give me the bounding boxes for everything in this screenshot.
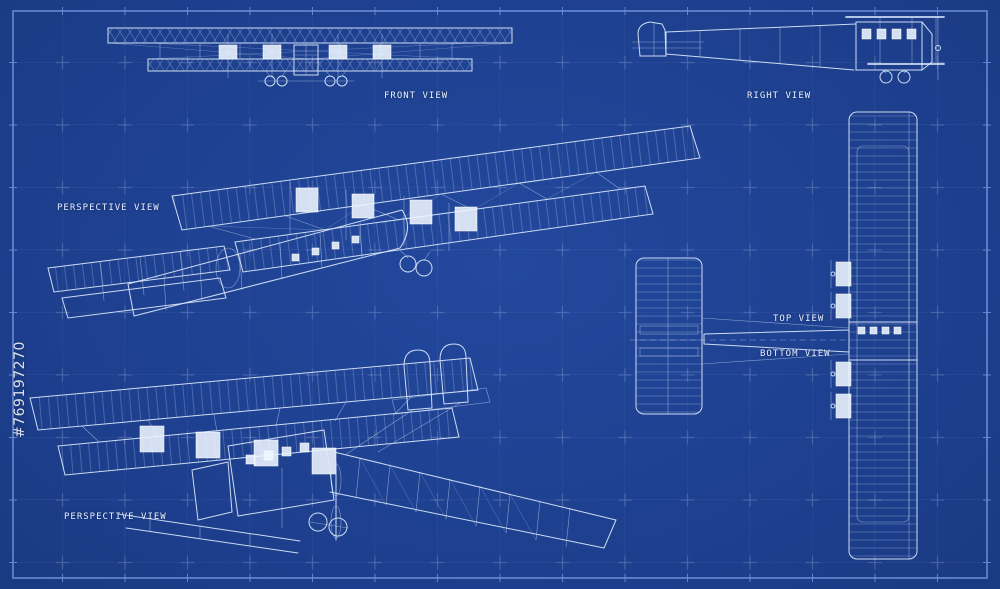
perspective-view-lower-label: PERSPECTIVE VIEW [64, 512, 167, 522]
perspective-view-lower-drawing [29, 343, 617, 554]
stock-id-watermark: #769197270 [12, 341, 28, 438]
top-view-label: TOP VIEW [773, 314, 825, 324]
right-view-label: RIGHT VIEW [747, 91, 812, 101]
frame-ticks [9, 7, 991, 582]
right-view-drawing [631, 15, 945, 84]
front-view-drawing [107, 27, 513, 87]
perspective-view-upper-drawing [47, 125, 701, 319]
perspective-view-upper-label: PERSPECTIVE VIEW [57, 203, 160, 213]
grid-crosses [13, 11, 987, 578]
front-view-label: FRONT VIEW [384, 91, 449, 101]
top-bottom-view-drawing [629, 111, 918, 560]
bottom-view-label: BOTTOM VIEW [760, 349, 831, 359]
